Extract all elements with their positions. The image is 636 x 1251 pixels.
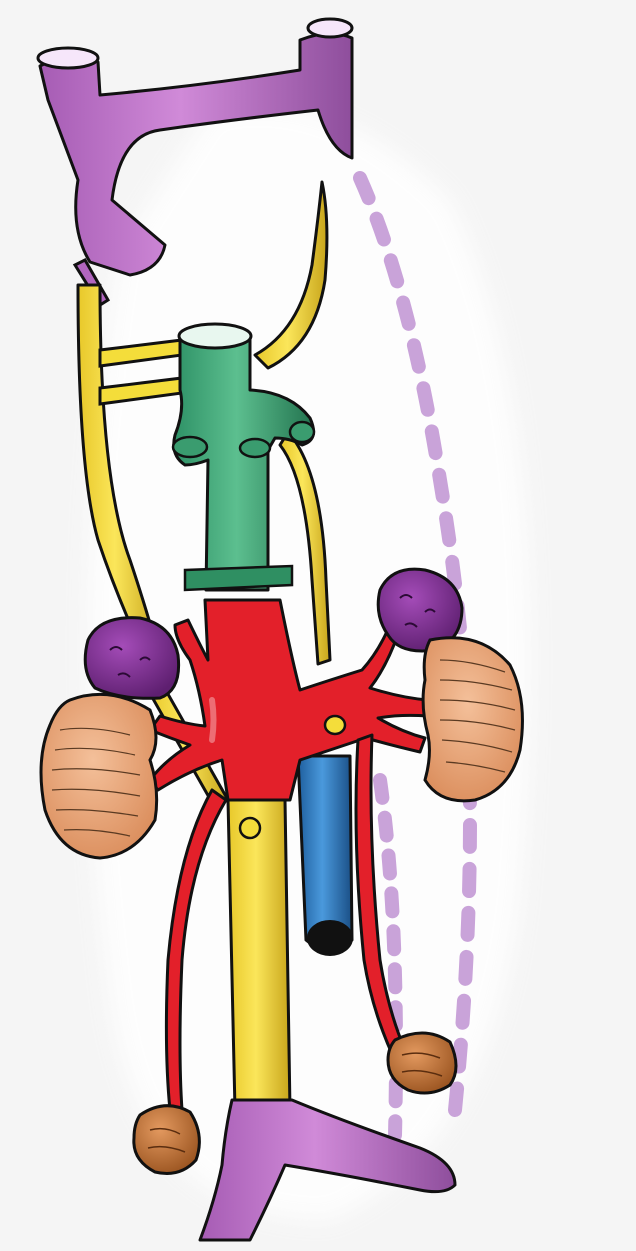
left-kidney	[41, 694, 157, 858]
left-gonad	[134, 1106, 200, 1174]
left-adrenal	[85, 618, 178, 699]
right-kidney	[423, 638, 522, 801]
top-left-vessel-opening	[38, 48, 98, 68]
blue-vessel	[298, 756, 352, 955]
top-right-vessel-opening	[308, 19, 352, 37]
right-gonad	[388, 1033, 456, 1093]
